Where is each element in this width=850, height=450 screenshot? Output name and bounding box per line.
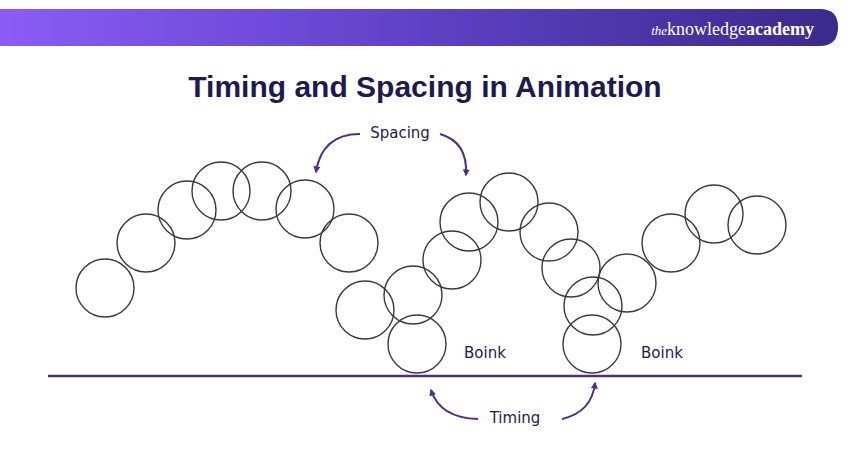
callout-arrow [431,390,478,419]
ball-frame [520,203,578,261]
ball-frame [388,315,446,373]
ball-frame [158,181,216,239]
ball-frame [76,259,134,317]
diagram-title: Timing and Spacing in Animation [188,72,661,102]
ball-frame [563,315,621,373]
callout-arrow [440,134,466,175]
ball-frame [480,173,538,231]
brand-logo-text: the [651,23,667,39]
callout-label: Timing [490,411,541,426]
ball-frame [423,231,481,289]
header-bar [0,9,838,46]
ball-frame [440,193,498,251]
callout-arrow [316,134,360,172]
callout-arrows [316,134,595,419]
callout-arrow [562,383,595,419]
ball-frame [685,185,743,243]
ball-frame [542,239,600,297]
impact-label: Boink [641,346,683,361]
ball-frame [642,214,700,272]
callout-label: Spacing [370,126,430,141]
ball-frame [117,214,175,272]
ball-frame [598,254,656,312]
ball-frame [728,196,786,254]
ground-line [48,375,802,378]
ball-frames [76,162,786,373]
ball-frame [276,180,334,238]
brand-logo-text: knowledge [667,19,746,40]
ball-frame [564,277,622,335]
impact-label: Boink [464,346,506,361]
brand-logo: theknowledgeacademy [651,19,814,40]
brand-logo-text: academy [746,19,814,40]
ball-frame [320,214,378,272]
ball-frame [336,281,394,339]
